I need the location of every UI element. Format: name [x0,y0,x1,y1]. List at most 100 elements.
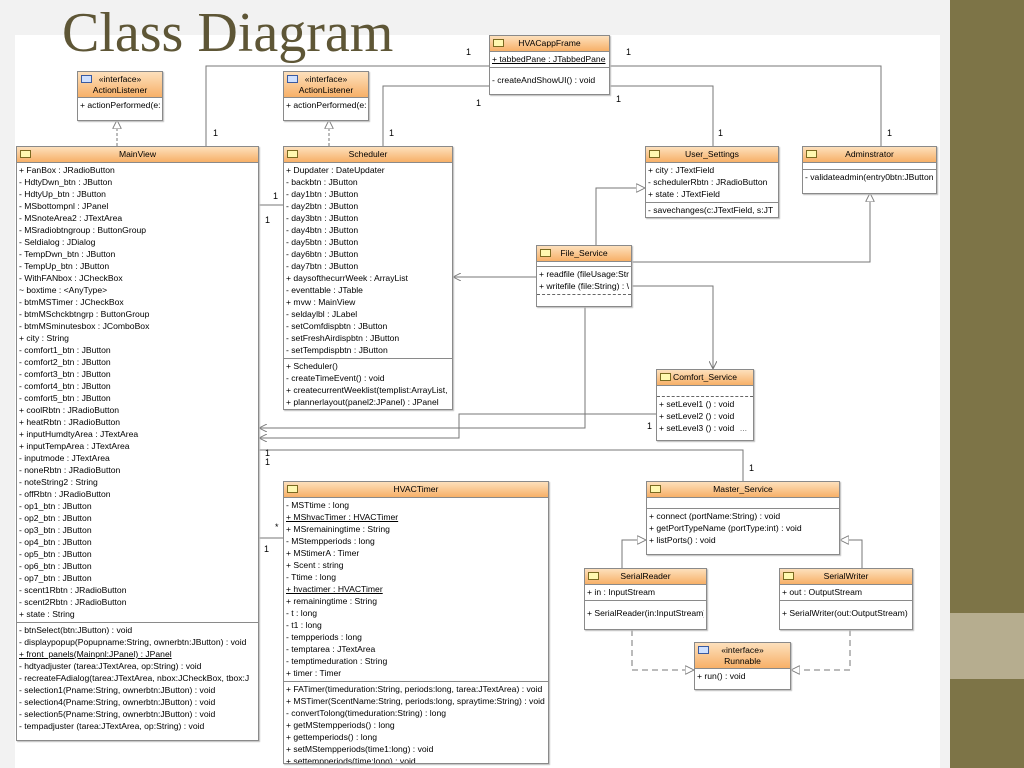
operation-row: + SerialWriter(out:OutputStream) [782,608,908,618]
operation-row: - convertTolong(timeduration:String) : l… [286,708,447,718]
operations-compartment: + SerialReader(in:InputStream) [585,601,706,621]
edge-fileservice-usersettings [595,188,645,246]
class-header: «interface»Runnable [695,643,790,669]
attribute-row: - comfort5_btn : JButton [19,393,111,403]
attribute-row: - Ttime : long [286,572,336,582]
attribute-row: - temptarea : JTextArea [286,644,376,654]
attribute-row: - day6btn : JButton [286,249,359,259]
operation-row: + writefile (file:String) : \ [539,281,629,291]
attribute-row: - MSTtime : long [286,500,350,510]
operation-row: + getPortTypeName (portType:int) : void [649,523,802,533]
interface-runnable[interactable]: «interface»Runnable + run() : void [694,642,791,690]
edge-serialwriter-masterservice [840,540,863,568]
class-name: Runnable [724,656,761,666]
class-serialreader[interactable]: SerialReader + in : InputStream + Serial… [584,568,707,630]
attributes-compartment: + FanBox : JRadioButton- HdtyDwn_btn : J… [17,163,258,623]
operations-compartment: - btnSelect(btn:JButton) : void- display… [17,623,258,734]
class-adminstrator[interactable]: Adminstrator - validateadmin(entry0btn:J… [802,146,937,194]
operations-compartment: - savechanges(c:JTextField, s:JT [646,203,778,217]
attribute-row: - WithFANbox : JCheckBox [19,273,123,283]
operation-row: + connect (portName:String) : void [649,511,781,521]
operations-compartment: - createAndShowUI() : void [490,68,609,88]
class-master-service[interactable]: Master_Service + connect (portName:Strin… [646,481,840,555]
class-name: SerialWriter [823,571,869,581]
attribute-row: - day2btn : JButton [286,201,359,211]
attribute-row: - TempDwn_btn : JButton [19,249,116,259]
class-name: Comfort_Service [673,372,737,382]
attribute-row: + hvactimer : HVACTimer [286,584,383,594]
attribute-row: + state : JTextField [648,189,720,199]
attribute-row: - t : long [286,608,318,618]
attribute-row: - comfort1_btn : JButton [19,345,111,355]
edge-comfortservice-mainview [259,413,656,438]
attribute-row: + out : OutputStream [782,587,863,597]
class-header: Scheduler [284,147,452,163]
class-hvacappframe[interactable]: HVACappFrame + tabbedPane : JTabbedPane … [489,35,610,95]
operation-row: - createAndShowUI() : void [492,75,596,85]
edge-frame-scheduler [382,85,489,146]
class-file-service[interactable]: File_Service + readfile (fileUsage:Stri+… [536,245,632,307]
slide-sidebar-accent [950,613,1024,679]
operation-row: + gettemperiods() : long [286,732,377,742]
class-icon [649,150,660,158]
interface-actionlistener-1[interactable]: «interface»ActionListener + actionPerfor… [77,71,163,121]
attribute-row: - MSbottompnl : JPanel [19,201,109,211]
class-header: Adminstrator [803,147,936,163]
operation-row: + actionPerformed(e: [286,100,366,110]
class-header: File_Service [537,246,631,262]
attribute-row: - day5btn : JButton [286,237,359,247]
operation-row: - selection4(Pname:String, ownerbtn:JBut… [19,697,216,707]
operation-row: + setLevel2 () : void [659,411,735,421]
attributes-compartment: + in : InputStream [585,585,706,601]
operations-compartment: + connect (portName:String) : void + get… [647,509,839,548]
class-name: Scheduler [348,149,388,159]
operation-row: - tempadjuster (tarea:JTextArea, op:Stri… [19,721,205,731]
attribute-row: - tempperiods : long [286,632,362,642]
class-scheduler[interactable]: Scheduler + Dupdater : DateUpdater- back… [283,146,453,410]
attribute-row: + remainingtime : String [286,596,377,606]
operations-compartment: + setLevel1 () : void + setLevel2 () : v… [657,397,753,436]
edge-frame-usersettings [610,85,714,146]
attribute-row: - btmMSchckbtngrp : ButtonGroup [19,309,150,319]
class-name: User_Settings [685,149,739,159]
class-comfort-service[interactable]: Comfort_Service + setLevel1 () : void + … [656,369,754,441]
multiplicity-label: 1 [476,98,482,108]
attribute-row: - op1_btn : JButton [19,501,92,511]
attribute-row: - inputmode : JTextArea [19,453,110,463]
attribute-row: - op4_btn : JButton [19,537,92,547]
operation-row: - hdtyadjuster (tarea:JTextArea, op:Stri… [19,661,202,671]
attributes-compartment: + tabbedPane : JTabbedPane [490,52,609,68]
class-icon [540,249,551,257]
attribute-row: + heatRbtn : JRadioButton [19,417,121,427]
attribute-row: + Dupdater : DateUpdater [286,165,385,175]
operation-row: + FATimer(timeduration:String, periods:l… [286,684,543,694]
class-serialwriter[interactable]: SerialWriter + out : OutputStream + Seri… [779,568,913,630]
operation-row: + listPorts() : void [649,535,716,545]
attributes-compartment [647,498,839,509]
operation-row: + setMStempperiods(time1:long) : void [286,744,434,754]
operation-row: + run() : void [697,671,746,681]
attribute-row: - MSradiobtngroup : ButtonGroup [19,225,147,235]
attributes-compartment [803,163,936,170]
interface-icon [698,646,709,654]
operations-compartment: + readfile (fileUsage:Stri+ writefile (f… [537,267,631,295]
attribute-row: - noneRbtn : JRadioButton [19,465,121,475]
attribute-row: + state : String [19,609,75,619]
attribute-row: - day7btn : JButton [286,261,359,271]
class-name: Master_Service [713,484,773,494]
attribute-row: - comfort4_btn : JButton [19,381,111,391]
multiplicity-label: 1 [264,544,270,554]
class-name: SerialReader [620,571,671,581]
class-icon [493,39,504,47]
attribute-row: - offRbtn : JRadioButton [19,489,111,499]
class-hvactimer[interactable]: HVACTimer - MSTtime : long+ MShvacTimer … [283,481,549,764]
interface-actionlistener-2[interactable]: «interface»ActionListener + actionPerfor… [283,71,369,121]
attribute-row: + city : String [19,333,69,343]
attribute-row: - btmMSTimer : JCheckBox [19,297,124,307]
multiplicity-label: 1 [273,191,279,201]
class-user-settings[interactable]: User_Settings + city : JTextField- sched… [645,146,779,218]
attribute-row: + MSremainingtime : String [286,524,390,534]
class-mainview[interactable]: MainView + FanBox : JRadioButton- HdtyDw… [16,146,259,741]
class-header: HVACappFrame [490,36,609,52]
